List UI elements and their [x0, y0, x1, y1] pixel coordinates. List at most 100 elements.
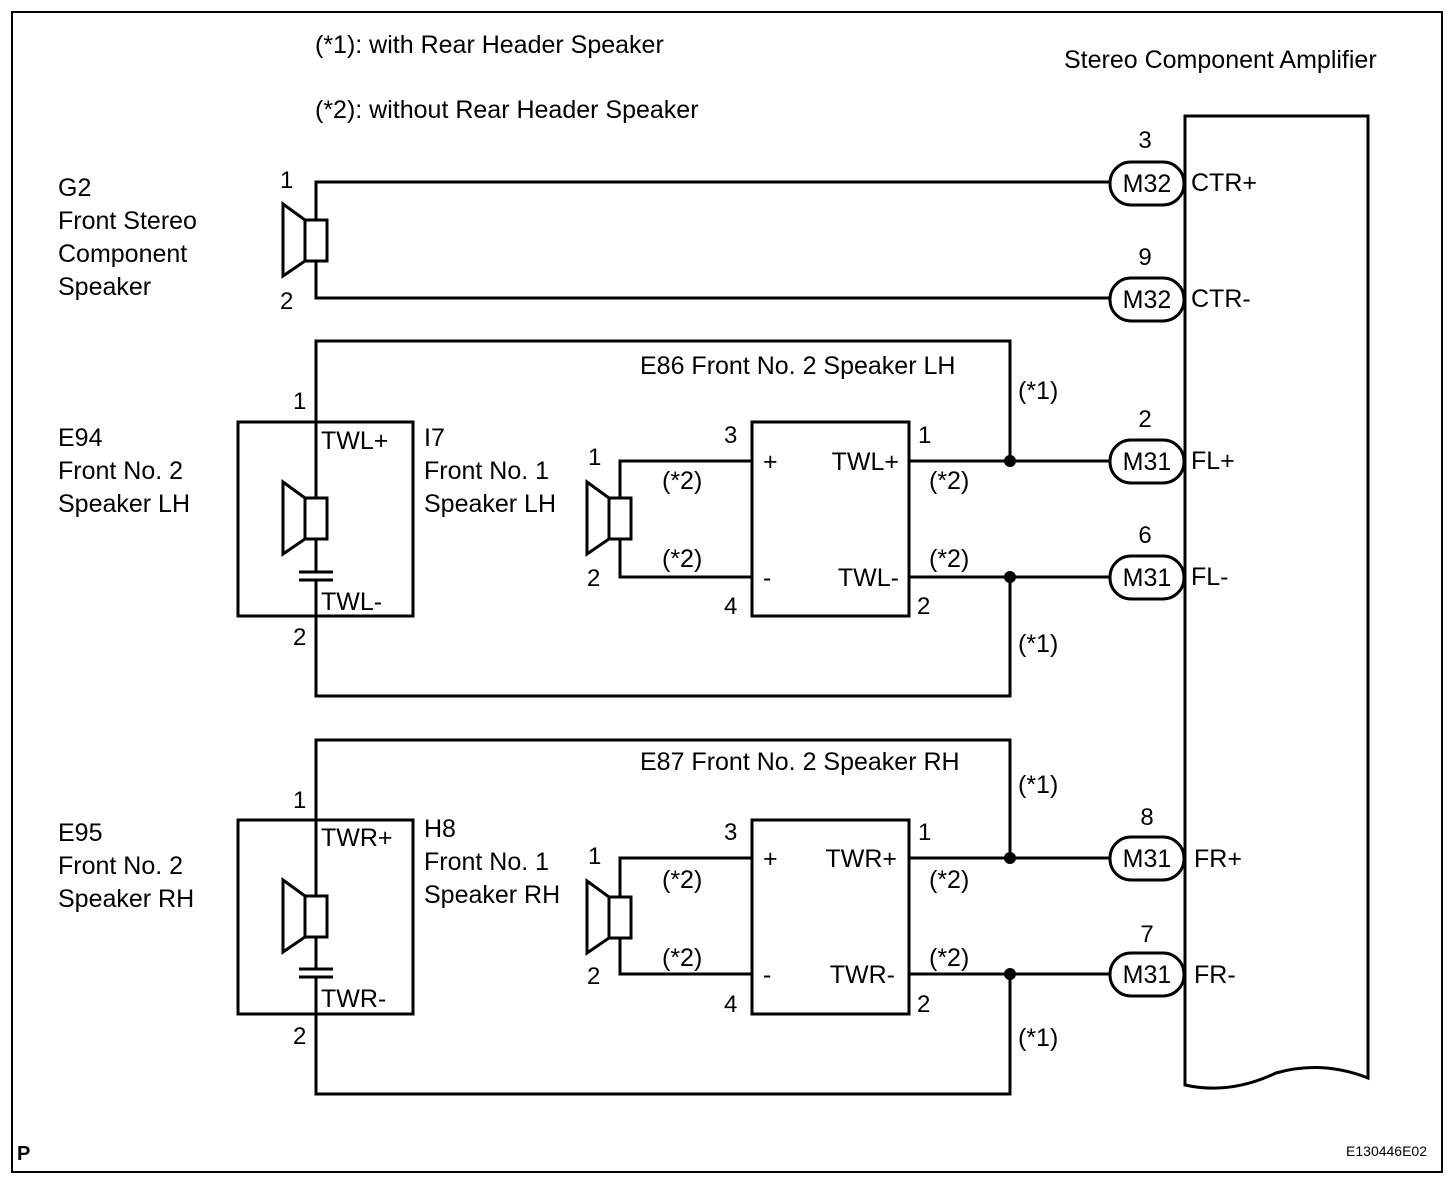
e86-pin-3: 3: [724, 422, 737, 449]
e87-pin-1: 1: [918, 819, 931, 846]
tag-with-rear-header: (*1): [1018, 630, 1058, 658]
e87-box: [750, 818, 911, 1016]
e87-title: E87 Front No. 2 Speaker RH: [640, 748, 960, 776]
h8-name-line2: Speaker RH: [424, 881, 560, 909]
terminal-pin: 6: [1138, 522, 1151, 549]
wire-ctr-minus: [314, 261, 1110, 300]
junction-dot: [1004, 968, 1016, 980]
wire-woofer-minus: [618, 539, 752, 579]
wire-fl-plus-with: [314, 339, 1012, 461]
g2-speaker: G2 Front Stereo Component Speaker 1 2: [58, 167, 1110, 315]
e95-code: E95: [58, 819, 102, 847]
speaker-icon: [281, 479, 329, 557]
g2-name-line3: Speaker: [58, 273, 151, 301]
e86-pin-1: 1: [918, 422, 931, 449]
junction-dot: [1004, 455, 1016, 467]
terminal-ctr-minus: 9 M32 CTR-: [1108, 244, 1251, 323]
terminal-fr-minus: 7 M31 FR-: [1108, 921, 1236, 998]
tag-without-rear-header: (*2): [662, 866, 702, 894]
speaker-icon: [585, 479, 633, 557]
e95-term-minus: TWR-: [321, 985, 386, 1013]
e86-in-minus: -: [763, 564, 771, 592]
terminal-fl-plus: 2 M31 FL+: [1108, 406, 1235, 485]
e87-pin-4: 4: [724, 991, 737, 1018]
e94-term-minus: TWL-: [321, 588, 382, 616]
h8-pin-1: 1: [588, 843, 601, 870]
terminal-name: FR-: [1194, 961, 1236, 989]
lh-speaker-group: E94 Front No. 2 Speaker LH 1 2 TWL+ TWL-…: [58, 339, 1110, 698]
figure-code: E130446E02: [1346, 1143, 1427, 1159]
wire-ctr-plus: [314, 180, 1110, 220]
e86-out-minus: TWL-: [838, 564, 899, 592]
connector-code: M31: [1123, 448, 1172, 476]
rh-speaker-group: E95 Front No. 2 Speaker RH 1 2 TWR+ TWR-…: [58, 738, 1110, 1096]
junction-dot: [1004, 852, 1016, 864]
e94-pin-1: 1: [293, 388, 306, 415]
terminal-fl-minus: 6 M31 FL-: [1108, 522, 1229, 601]
tag-with-rear-header: (*1): [1018, 1024, 1058, 1052]
terminal-pin: 7: [1140, 921, 1153, 948]
e95-name-line2: Speaker RH: [58, 885, 194, 913]
e86-out-plus: TWL+: [832, 448, 899, 476]
tag-without-rear-header: (*2): [662, 944, 702, 972]
speaker-icon: [281, 201, 329, 279]
note-without-rear-header: (*2): without Rear Header Speaker: [315, 96, 699, 124]
tag-with-rear-header: (*1): [1018, 377, 1058, 405]
tag-without-rear-header: (*2): [929, 545, 969, 573]
speaker-icon: [585, 878, 633, 956]
e87-in-minus: -: [763, 961, 771, 989]
e87-pin-3: 3: [724, 819, 737, 846]
amplifier-title: Stereo Component Amplifier: [1064, 46, 1377, 74]
junction-dot: [1004, 571, 1016, 583]
e95-pin-1: 1: [293, 787, 306, 814]
e94-box: [236, 420, 415, 618]
i7-pin-2: 2: [587, 565, 600, 592]
i7-pin-1: 1: [588, 444, 601, 471]
corner-letter: P: [17, 1143, 30, 1165]
g2-name-line1: Front Stereo: [58, 207, 197, 235]
terminal-fr-plus: 8 M31 FR+: [1108, 804, 1242, 882]
h8-name-line1: Front No. 1: [424, 848, 549, 876]
amplifier-body: [1183, 114, 1370, 1090]
terminal-name: FR+: [1194, 845, 1242, 873]
terminal-name: CTR-: [1191, 285, 1251, 313]
diagram-frame: [11, 11, 1443, 1173]
g2-code: G2: [58, 174, 91, 202]
e87-out-minus: TWR-: [830, 961, 895, 989]
terminal-pin: 3: [1138, 127, 1151, 154]
terminal-pin: 2: [1138, 406, 1151, 433]
wire-woofer-plus: [618, 459, 752, 498]
terminal-name: FL+: [1191, 447, 1235, 475]
e86-pin-4: 4: [724, 593, 737, 620]
e94-pin-2: 2: [293, 624, 306, 651]
tag-without-rear-header: (*2): [929, 944, 969, 972]
e94-name-line1: Front No. 2: [58, 457, 183, 485]
e86-box: [750, 420, 911, 618]
tag-without-rear-header: (*2): [662, 545, 702, 573]
e86-pin-2: 2: [917, 593, 930, 620]
g2-name-line2: Component: [58, 240, 187, 268]
terminal-ctr-plus: 3 M32 CTR+: [1108, 127, 1257, 207]
e87-in-plus: +: [763, 845, 778, 873]
e86-title: E86 Front No. 2 Speaker LH: [640, 352, 955, 380]
speaker-icon: [281, 877, 329, 955]
e94-name-line2: Speaker LH: [58, 490, 190, 518]
h8-code: H8: [424, 815, 456, 843]
wire-fl-minus-with: [314, 577, 1012, 698]
i7-code: I7: [424, 424, 445, 452]
e87-out-plus: TWR+: [825, 845, 897, 873]
tag-with-rear-header: (*1): [1018, 771, 1058, 799]
connector-code: M32: [1123, 170, 1172, 198]
e95-box: [236, 818, 415, 1016]
wire-woofer-plus: [618, 856, 752, 897]
e87-pin-2: 2: [917, 991, 930, 1018]
note-with-rear-header: (*1): with Rear Header Speaker: [315, 31, 664, 59]
e94-code: E94: [58, 424, 103, 452]
wire-woofer-minus: [618, 938, 752, 976]
terminal-pin: 8: [1140, 804, 1153, 831]
terminal-pin: 9: [1138, 244, 1151, 271]
wire-fr-minus-with: [314, 974, 1012, 1096]
wire-fr-plus-with: [314, 738, 1012, 858]
e86-in-plus: +: [763, 448, 778, 476]
